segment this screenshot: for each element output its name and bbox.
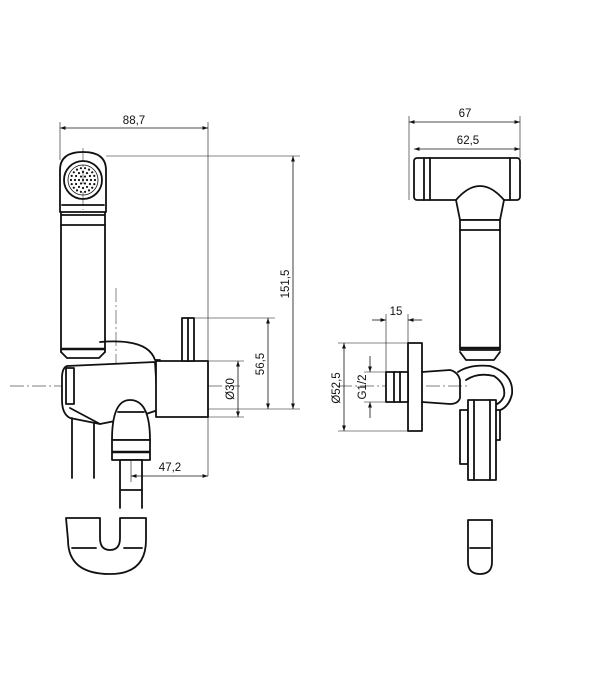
nozzle-dot: [83, 182, 87, 185]
dim-height-56-5: 56,5: [194, 317, 275, 409]
nozzle-dot: [88, 174, 92, 178]
spray-head: [63, 160, 103, 200]
nozzle-dot: [85, 178, 89, 182]
nozzle-dot: [91, 186, 94, 189]
dim-thread-label: G1/2: [357, 375, 369, 400]
dim-valve-label: 56,5: [255, 353, 267, 375]
nozzle-dot: [79, 167, 83, 170]
dim-width-67: 67: [408, 108, 521, 200]
hose-side: [467, 519, 493, 575]
wall-flange: [385, 342, 461, 432]
dim-offset-47-2: 47,2: [130, 460, 208, 482]
dim-width-62-5: 62,5: [414, 135, 520, 151]
nozzle-dot: [87, 189, 91, 192]
nozzle-dot: [79, 175, 83, 178]
nozzle-dot: [93, 178, 97, 182]
dim-offset-label: 47,2: [159, 462, 181, 474]
dim-width-head-label: 62,5: [457, 135, 479, 147]
dim-flange-label: Ø52,5: [331, 372, 343, 403]
nozzle-dot: [83, 175, 87, 178]
dim-diameter-30: Ø30: [208, 360, 244, 418]
nozzle-dot: [89, 178, 93, 182]
nozzle-dot: [83, 190, 87, 193]
nozzle-dot: [77, 185, 81, 189]
front-view: 88,7 151,5 56,5 Ø30 47,2: [10, 115, 300, 575]
hose: [65, 417, 147, 575]
nozzle-dot: [93, 183, 96, 186]
nozzle-dot: [87, 168, 91, 171]
holder-ring: [457, 364, 513, 481]
nozzle-dot: [91, 171, 94, 174]
dim-flange-52-5: Ø52,5: [331, 342, 408, 432]
nozzle-dot: [83, 167, 87, 170]
nozzle-dot: [72, 186, 75, 189]
dim-height-151-5: 151,5: [106, 155, 300, 410]
dim-wall-depth-label: 15: [390, 306, 403, 318]
nozzle-dot: [79, 182, 83, 185]
nozzle-dot: [75, 189, 79, 192]
nozzle-dot: [77, 171, 81, 175]
nozzle-dot: [72, 171, 75, 174]
nozzle-dot: [70, 183, 73, 186]
hand-shower: [59, 151, 107, 359]
hand-shower-side: [413, 157, 521, 361]
nozzle-dot: [69, 178, 73, 182]
dim-height-label: 151,5: [280, 270, 292, 299]
dim-width-total-label: 67: [459, 108, 472, 120]
nozzle-dot: [85, 171, 89, 175]
nozzle-dot: [77, 178, 81, 182]
nozzle-dot: [85, 185, 89, 189]
nozzle-dot: [74, 174, 78, 178]
nozzle-dot: [93, 174, 96, 177]
nozzle-dot: [81, 170, 85, 174]
dim-diameter-label: Ø30: [225, 378, 237, 400]
dim-thread-g12: G1/2: [357, 356, 386, 418]
angle-valve: [155, 317, 209, 418]
nozzle-dot: [79, 190, 83, 193]
nozzle-dot: [73, 178, 77, 182]
nozzle-dot: [88, 182, 92, 186]
side-view: 67 62,5 15 Ø52,5 G1/2: [331, 108, 521, 575]
nozzle-dot: [75, 168, 79, 171]
nozzle-dot: [74, 182, 78, 186]
dim-width-label: 88,7: [123, 115, 145, 127]
nozzle-dot: [81, 186, 85, 190]
nozzle-dot: [81, 178, 85, 182]
nozzle-dot: [70, 174, 73, 177]
